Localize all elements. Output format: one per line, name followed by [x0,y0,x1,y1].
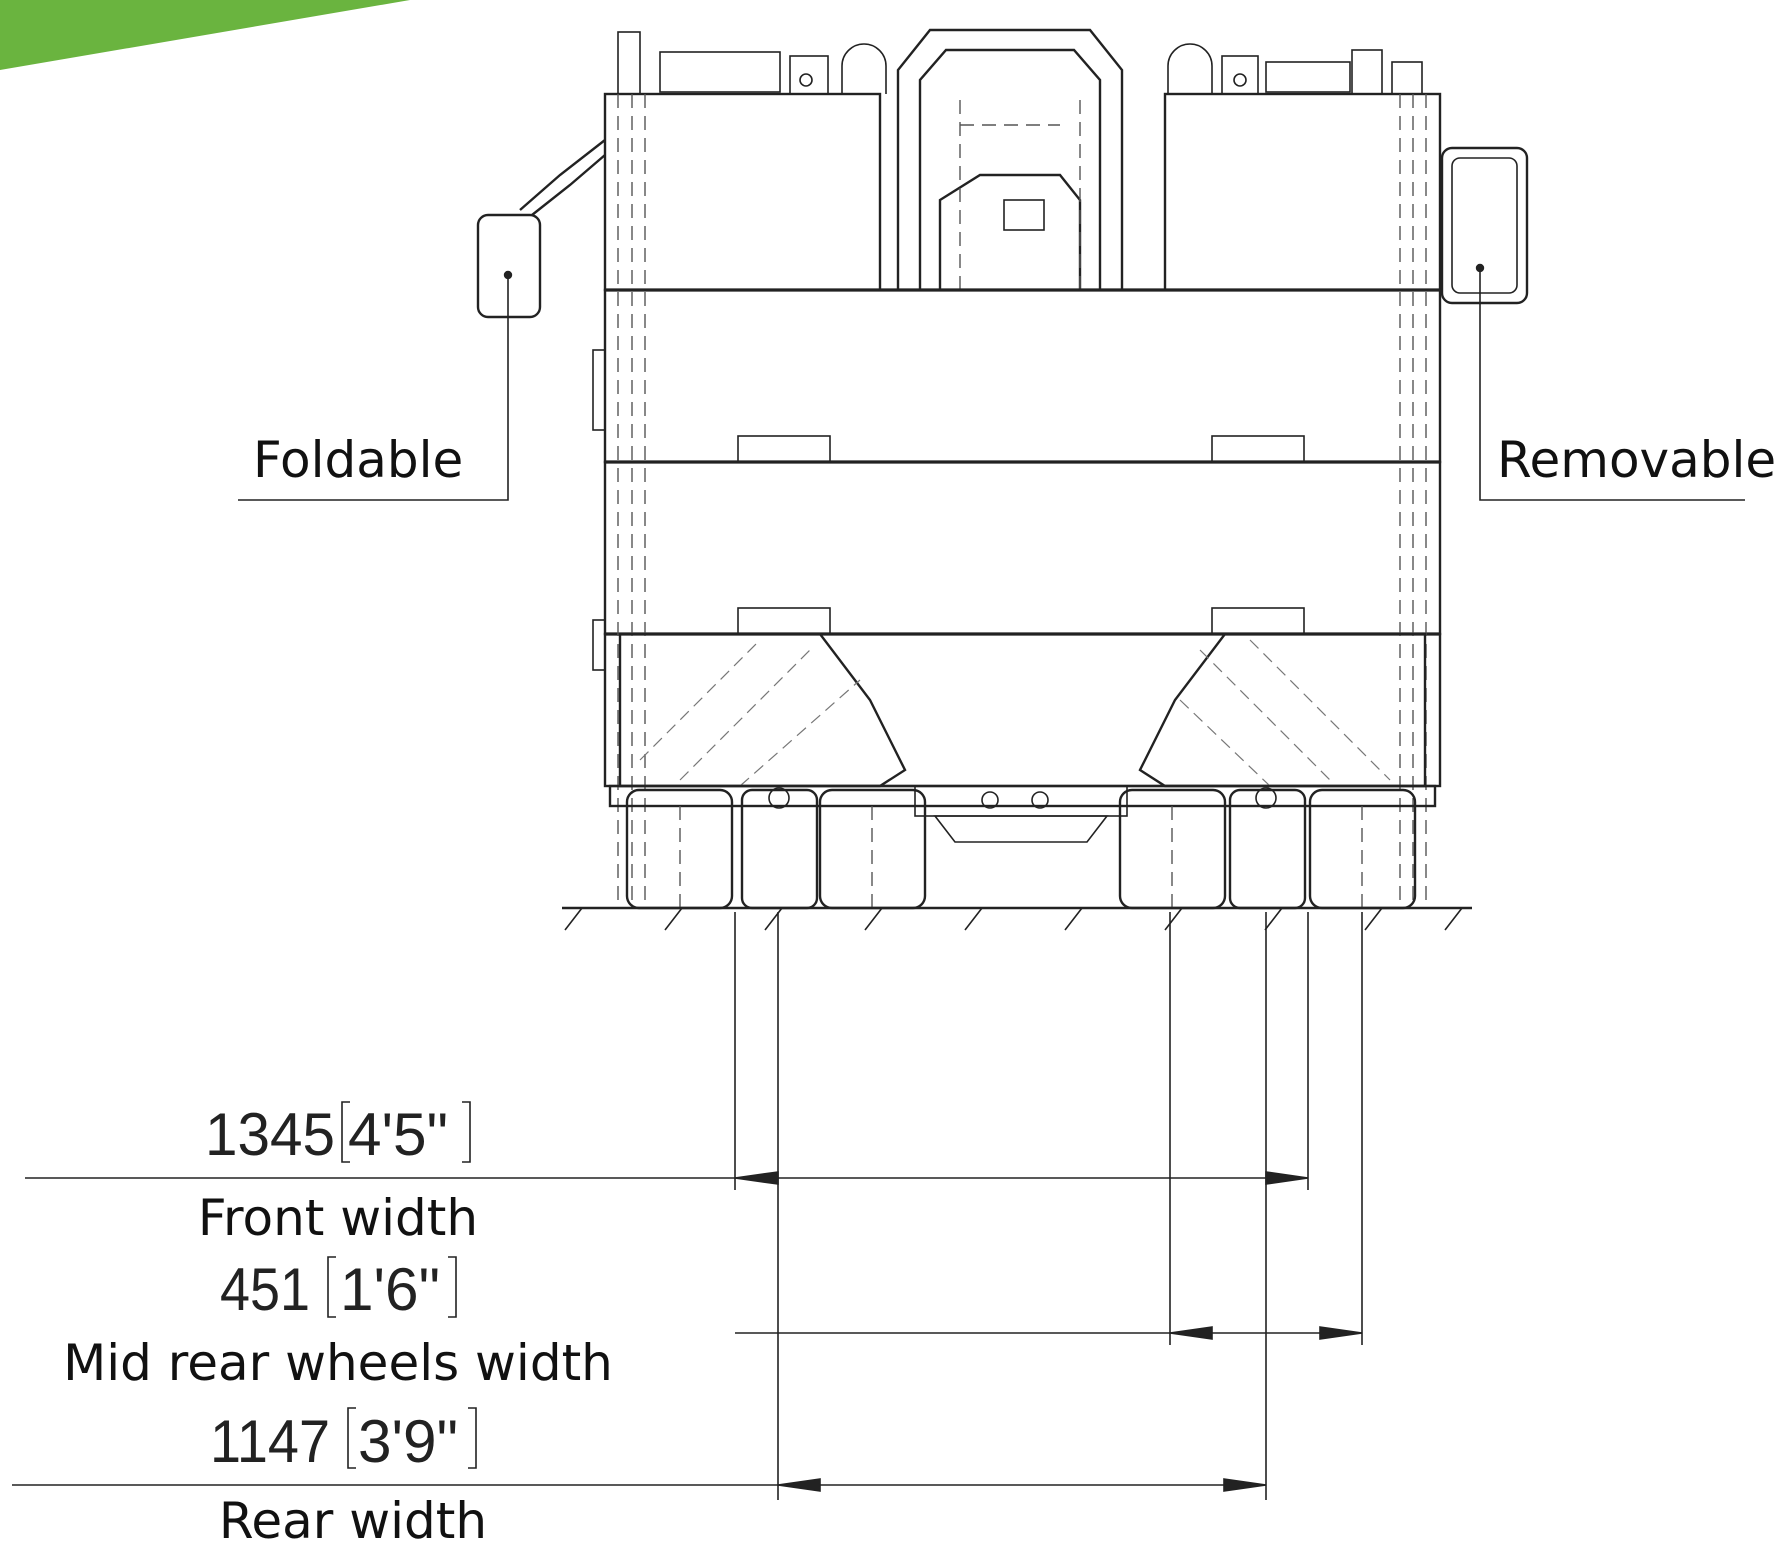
extension-lines [734,912,1363,1500]
removable-label: Removable [1497,431,1776,489]
foldable-label: Foldable [253,431,463,489]
dimension-front-imperial: 4'5" [348,1101,448,1168]
dimension-front-value: 1345 [205,1101,335,1168]
undercarriage [608,784,1437,843]
dimension-rear: 1147 3'9" Rear width [210,1407,487,1550]
dim-line-rear [12,1478,1267,1492]
ground-line [562,906,1472,931]
dimension-rear-value: 1147 [210,1408,330,1475]
removable-mirror [1440,146,1529,305]
accent-stripe [0,0,410,70]
center-frame [896,28,1124,290]
dimension-mid-imperial: 1'6" [340,1256,440,1323]
dimension-mid: 451 1'6" Mid rear wheels width [63,1256,613,1392]
left-box [603,92,882,292]
body-dashed-lines [617,94,1427,900]
main-body [592,288,1442,788]
dimension-mid-value: 451 [220,1256,310,1323]
callout-leaders [238,268,1745,501]
dim-line-front [25,1171,1309,1185]
dimension-front: 1345 4'5" Front width [198,1101,478,1247]
right-box [1163,92,1442,292]
dim-line-mid [735,1326,1363,1340]
wheel-fenders [618,632,1427,788]
dimension-mid-label: Mid rear wheels width [63,1334,613,1392]
foldable-mirror [476,139,606,319]
dimension-front-label: Front width [198,1189,478,1247]
top-equipment [617,31,1423,95]
dimension-rear-label: Rear width [219,1492,487,1550]
dimension-rear-imperial: 3'9" [358,1408,458,1475]
